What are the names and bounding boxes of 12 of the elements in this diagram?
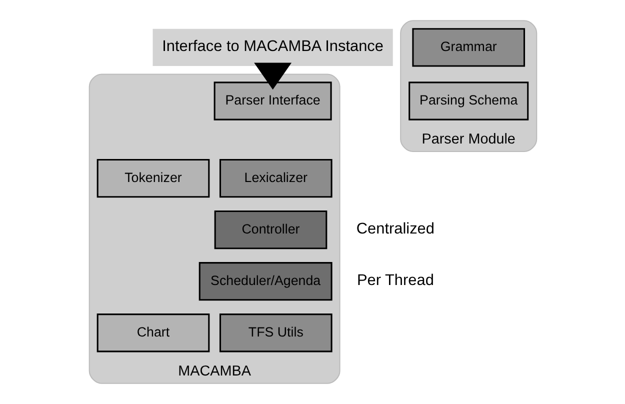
node-box: Scheduler/Agenda: [198, 262, 332, 301]
node-box: Tokenizer: [96, 158, 210, 198]
node-box: Lexicalizer: [218, 158, 332, 198]
arrow: [254, 62, 292, 90]
label: Per Thread: [356, 272, 434, 289]
node-box: Controller: [214, 210, 327, 250]
node-box: Parsing Schema: [408, 82, 528, 120]
label: Centralized: [356, 220, 434, 238]
node-box: Chart: [96, 314, 210, 352]
node-box: TFS Utils: [218, 314, 332, 352]
node-box: Parser Interface: [213, 82, 332, 120]
node-box: Grammar: [412, 28, 525, 67]
